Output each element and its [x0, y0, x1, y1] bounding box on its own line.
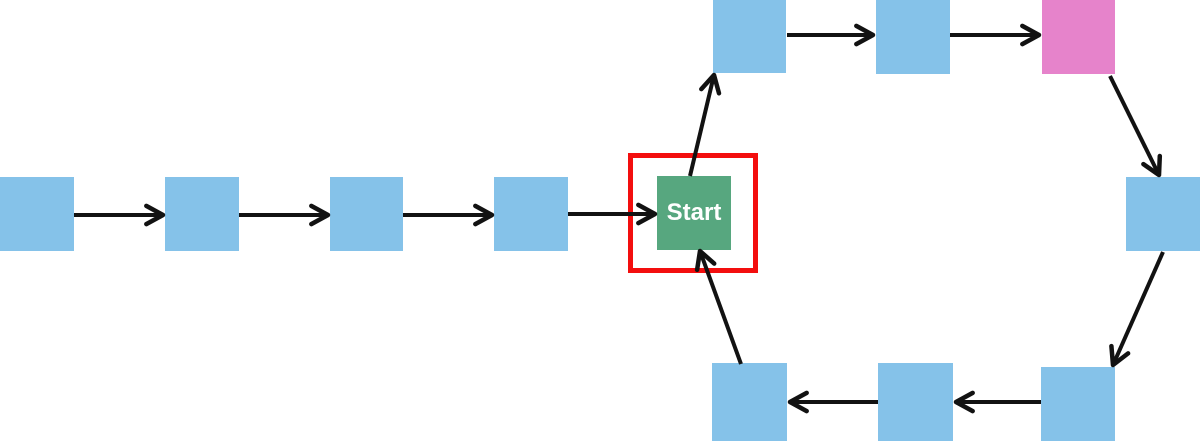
node-tail-2 [165, 177, 239, 251]
node-cycle-3 [876, 0, 950, 74]
node-cycle-5 [1126, 177, 1200, 251]
node-tail-3 [330, 177, 403, 251]
node-cycle-8 [712, 363, 787, 441]
node-cycle-7 [878, 363, 953, 441]
node-cycle-2 [713, 0, 786, 73]
cycle-start-highlight-box [628, 153, 758, 273]
node-cycle-start: Start [657, 176, 731, 250]
node-cycle-6 [1041, 367, 1115, 441]
node-tail-1 [0, 177, 74, 251]
node-tail-4 [494, 177, 568, 251]
node-cycle-4 [1042, 0, 1115, 74]
